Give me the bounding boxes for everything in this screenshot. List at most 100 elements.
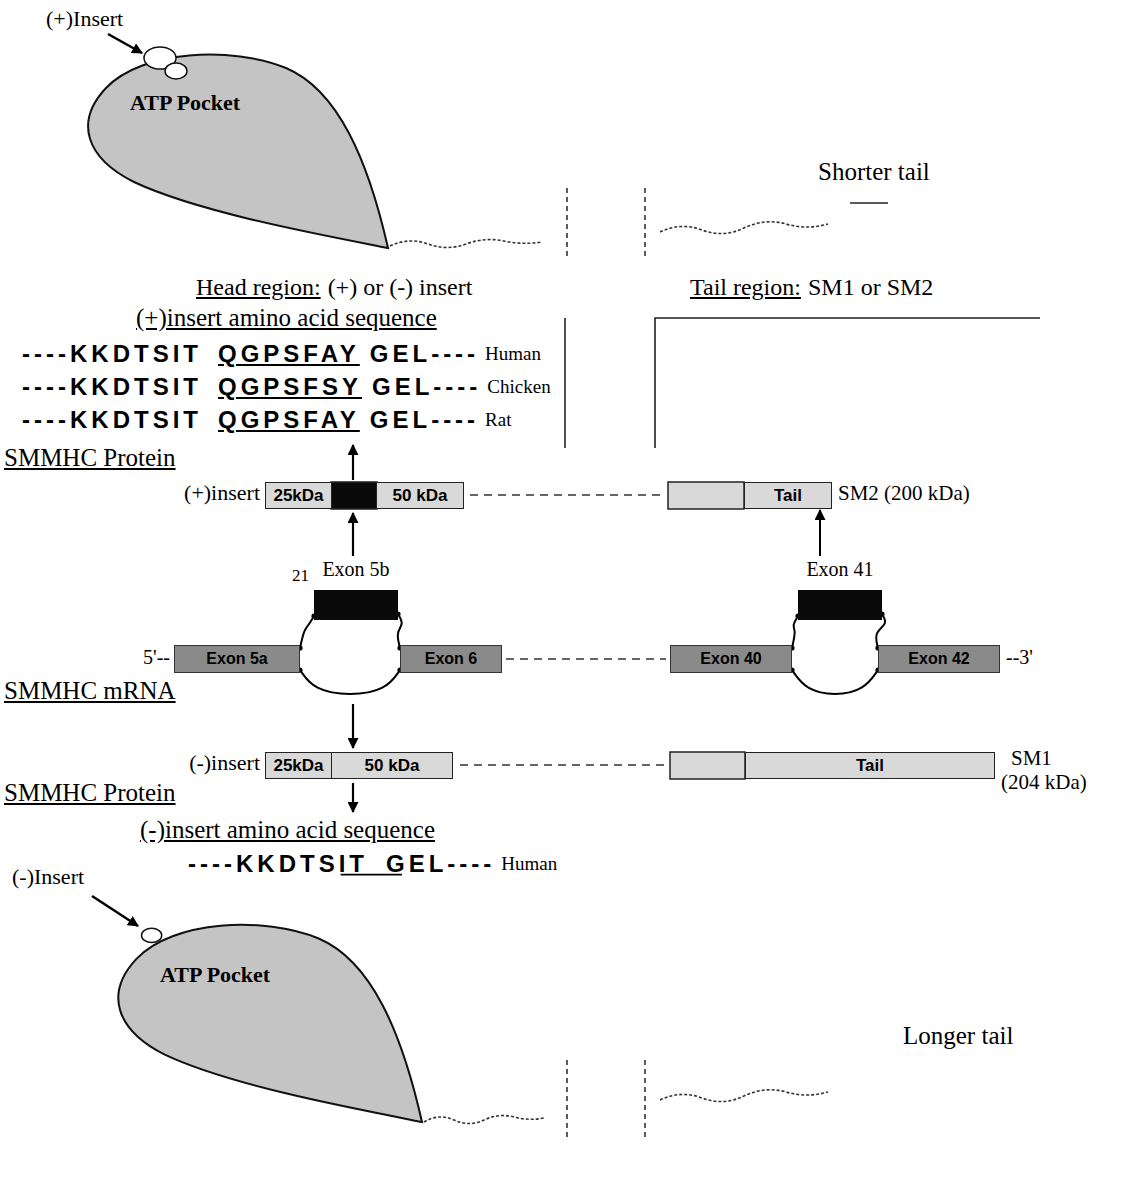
region-label: ATP Pocket — [130, 90, 240, 116]
tail-wave — [390, 240, 542, 248]
segment-label: Exon 42 — [908, 650, 969, 668]
annotation-label: Tail region: — [690, 274, 801, 302]
pointer-arrow — [108, 34, 142, 53]
annotation-label: (-)Insert — [12, 864, 84, 889]
head-outline — [102, 914, 424, 1124]
alternative-exon: Exon 41 — [798, 558, 882, 620]
exon-label: Exon 41 — [798, 558, 882, 581]
annotation-label: Head region: — [196, 274, 321, 302]
tail-segment: Tail — [744, 482, 832, 509]
annotation-label: 5'-- — [143, 646, 170, 669]
sequence-fragment: GEL---- — [386, 850, 495, 878]
annotation-label: (-)insert — [189, 750, 260, 775]
annotation-label: Shorter tail — [818, 158, 930, 187]
insert-loop — [165, 63, 187, 79]
annotation-label: SM1 (204 kDa) — [1001, 746, 1093, 794]
break-mark — [566, 188, 568, 258]
tail-end — [850, 202, 888, 204]
myosin-head: ATP Pocket — [102, 914, 424, 1124]
segment-label: 50 kDa — [393, 486, 448, 506]
sequence-fragment: ----KKDTSIT — [22, 406, 202, 434]
protein-segment: 25kDa — [265, 482, 332, 509]
annotation-label: --3' — [1006, 646, 1033, 669]
sequence-fragment: GEL---- — [370, 406, 479, 434]
annotation-label: SMMHC Protein — [4, 444, 176, 473]
segment-label: Tail — [856, 756, 884, 776]
tail-wave — [660, 222, 828, 234]
segment-label: Exon 5a — [206, 650, 267, 668]
protein-segment: 50 kDa — [331, 752, 453, 779]
gap-dash — [460, 764, 664, 766]
protein-segment: 50 kDa — [376, 482, 464, 509]
gap-dash — [470, 494, 664, 496]
exon-box: Exon 6 — [400, 645, 502, 673]
pointer-arrow — [92, 896, 138, 926]
sequence-fragment: IT — [339, 850, 368, 878]
exon-box: Exon 5a — [174, 645, 300, 673]
head-shape — [118, 925, 422, 1122]
annotation-label: (+)Insert — [46, 6, 123, 31]
annotation-label: 21 — [292, 566, 309, 586]
annotation-label: Chicken — [487, 376, 550, 398]
segment-label: 25kDa — [273, 486, 323, 506]
splice-line — [398, 614, 402, 648]
annotation-label: (+)insert — [184, 480, 260, 505]
splice-line — [792, 670, 878, 694]
exon-box: Exon 42 — [878, 645, 1000, 673]
annotation-label: (+) or (-) insert — [328, 274, 473, 302]
sequence-fragment: QGPSFAY — [218, 406, 360, 434]
tail-segment: Tail — [745, 752, 995, 779]
break-mark — [644, 188, 646, 258]
flow-arrow — [352, 783, 354, 812]
sequence-fragment: QGPSFSY — [218, 373, 362, 401]
exon-block — [798, 590, 882, 620]
sequence-fragment: GEL---- — [372, 373, 481, 401]
annotation-label: SM2 (200 kDa) — [838, 481, 970, 505]
region-label: ATP Pocket — [160, 962, 270, 988]
annotation-label: Human — [485, 343, 541, 365]
tail-wave — [660, 1090, 828, 1102]
flow-arrow — [352, 704, 354, 748]
divider-line — [655, 318, 1040, 448]
splice-line — [300, 616, 314, 648]
sequence-fragment: QGPSFAY — [218, 340, 360, 368]
segment-label: Exon 40 — [700, 650, 761, 668]
gap-dash — [506, 658, 666, 660]
annotation-label: SM1 or SM2 — [808, 274, 933, 302]
exon-block — [314, 590, 398, 620]
head-shape — [88, 55, 388, 248]
annotation-label: (+)insert amino acid sequence — [136, 304, 437, 333]
segment-label: 25kDa — [273, 756, 323, 776]
sequence-fragment: ----KKDTSIT — [22, 373, 202, 401]
divider-line — [564, 318, 566, 448]
tail-wave — [424, 1116, 544, 1124]
flow-arrow — [352, 445, 354, 480]
sequence-fragment: ----KKDTS — [188, 850, 339, 878]
protein-segment: 25kDa — [265, 752, 332, 779]
sequence-fragment: GEL---- — [370, 340, 479, 368]
annotation-label: SMMHC Protein — [4, 779, 176, 808]
connector-arrow — [819, 510, 821, 556]
segment-label: 50 kDa — [365, 756, 420, 776]
insert-block — [331, 482, 377, 509]
myosin-head: ATP Pocket — [72, 44, 390, 250]
alternative-exon: Exon 5b — [314, 558, 398, 620]
annotation-label: Human — [501, 853, 557, 875]
head-outline — [72, 44, 390, 250]
annotation-label: (-)insert amino acid sequence — [140, 816, 435, 845]
splice-line — [300, 670, 400, 694]
rod-segment — [670, 752, 745, 779]
break-mark — [566, 1060, 568, 1138]
flow-arrow — [352, 513, 354, 556]
insert-loop — [141, 928, 161, 942]
rod-segment — [668, 482, 744, 509]
annotation-label: Rat — [485, 409, 511, 431]
splice-line — [792, 616, 798, 648]
annotation-label: SMMHC mRNA — [4, 677, 176, 706]
segment-label: Tail — [774, 486, 802, 506]
break-mark — [644, 1060, 646, 1138]
exon-box: Exon 40 — [670, 645, 792, 673]
sequence-fragment: ----KKDTSIT — [22, 340, 202, 368]
exon-label: Exon 5b — [314, 558, 398, 581]
